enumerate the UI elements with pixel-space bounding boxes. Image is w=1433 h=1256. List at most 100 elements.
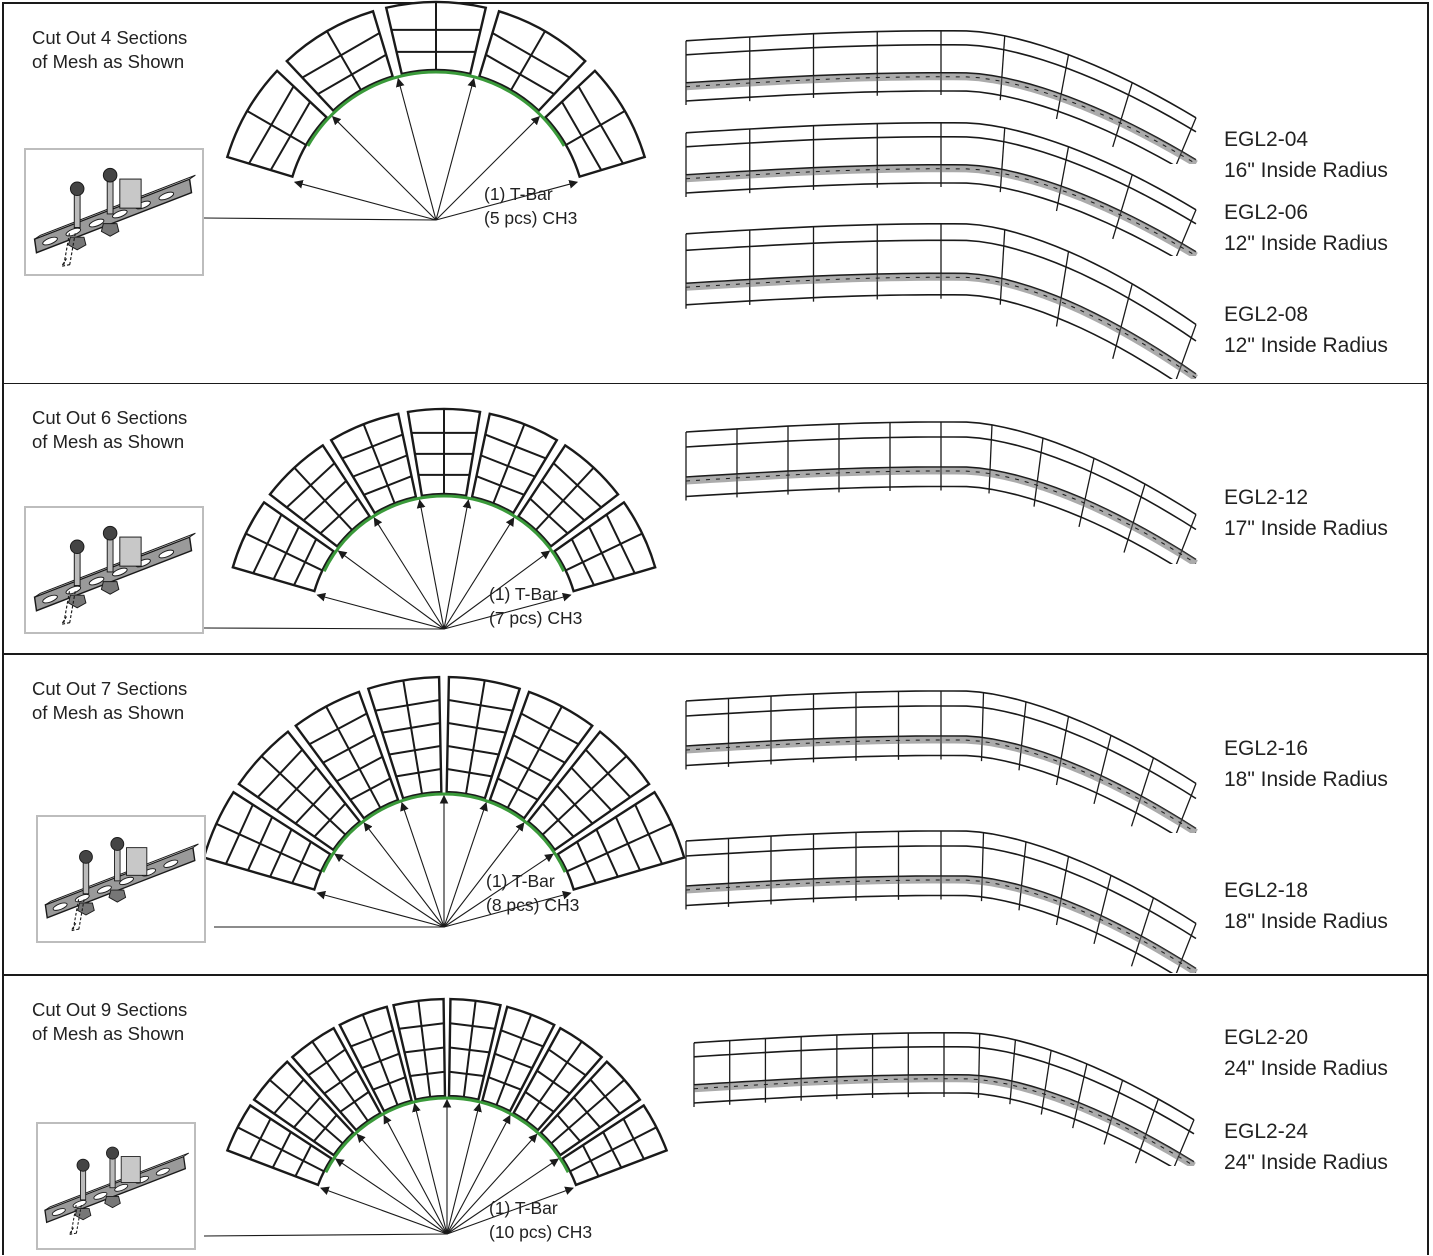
arrow-to-joint xyxy=(443,592,572,630)
bar-slot xyxy=(112,209,128,219)
direction-arrow xyxy=(60,233,76,268)
direction-arrow xyxy=(70,899,85,932)
t-bar-qty: (1) T-Bar xyxy=(486,871,555,891)
arrow-to-joint xyxy=(443,890,572,928)
arrow-to-joint xyxy=(435,115,541,221)
bar-slot xyxy=(88,576,105,586)
mesh-wire xyxy=(293,467,353,531)
instruction-line-1: Cut Out 4 Sections xyxy=(32,27,188,48)
clamp-plate xyxy=(119,536,142,567)
t-bar-slots xyxy=(685,739,1197,833)
mesh-section xyxy=(268,443,372,549)
t-bar-slots xyxy=(685,168,1197,256)
cut-instruction: Cut Out 9 Sections of Mesh as Shown xyxy=(32,998,187,1046)
model-code: EGL2-04 xyxy=(1224,128,1309,151)
inside-radius: 16" Inside Radius xyxy=(1224,159,1388,182)
tray-cross-wire xyxy=(980,832,985,902)
arrow-to-joint xyxy=(446,1158,560,1235)
tray-cross-wire xyxy=(1175,324,1197,379)
t-bar-arc xyxy=(306,70,566,147)
tray-cross-wire xyxy=(1175,514,1197,564)
instruction-line-1: Cut Out 9 Sections xyxy=(32,999,188,1020)
model-label: EGL2-08 12" Inside Radius xyxy=(1224,299,1388,361)
mesh-section xyxy=(526,730,651,852)
clamp-plate xyxy=(119,178,142,209)
arrow-to-joint xyxy=(363,822,445,928)
model-label: EGL2-04 16" Inside Radius xyxy=(1224,124,1388,186)
tray-cross-wire xyxy=(999,229,1006,305)
mesh-section-outline xyxy=(560,1103,669,1187)
tray-cross-wire xyxy=(1055,251,1070,327)
mesh-wire xyxy=(402,680,423,794)
mesh-section xyxy=(329,412,418,515)
mesh-section xyxy=(488,690,594,820)
t-bar-qty: (1) T-Bar xyxy=(484,184,553,204)
mesh-wire xyxy=(492,423,526,504)
arrow-to-joint xyxy=(334,1158,448,1235)
fan-diagram xyxy=(203,997,669,1237)
tray-cross-wire xyxy=(1093,875,1112,945)
mesh-section xyxy=(552,500,657,593)
bolt-head xyxy=(79,849,93,864)
bolt-head xyxy=(69,181,85,197)
model-label: EGL2-20 24" Inside Radius xyxy=(1224,1022,1388,1084)
inside-radius: 12" Inside Radius xyxy=(1224,232,1388,255)
bolt-head xyxy=(102,167,118,183)
instruction-line-2: of Mesh as Shown xyxy=(32,51,185,72)
inside-radius: 24" Inside Radius xyxy=(1224,1151,1388,1174)
bar-slot xyxy=(155,1167,170,1176)
wire-tray-bend-illustration xyxy=(685,830,1198,973)
t-bar-qty: (1) T-Bar xyxy=(489,584,558,604)
mesh-section xyxy=(290,1026,383,1132)
mesh-wire xyxy=(565,110,626,146)
inside-radius: 18" Inside Radius xyxy=(1224,768,1388,791)
mesh-section-outline xyxy=(202,790,332,891)
tray-cross-wire xyxy=(1055,146,1070,212)
arrow-to-joint xyxy=(416,499,445,630)
mesh-wire xyxy=(246,110,307,146)
t-bar-hardware-inset xyxy=(36,1122,196,1250)
arrow-to-joint xyxy=(446,1133,538,1235)
mesh-section-outline xyxy=(556,790,686,891)
cut-instruction: Cut Out 4 Sections of Mesh as Shown xyxy=(32,26,187,74)
inside-radius: 24" Inside Radius xyxy=(1224,1057,1388,1080)
arrow-to-joint xyxy=(443,499,472,630)
tray-cross-wire xyxy=(1175,783,1197,833)
t-bar-arc xyxy=(322,494,566,572)
tray-cross-wire xyxy=(1040,1050,1052,1115)
t-bar-slots xyxy=(685,76,1197,164)
mesh-section xyxy=(338,1005,414,1113)
model-label: EGL2-24 24" Inside Radius xyxy=(1224,1116,1388,1178)
nut xyxy=(104,1195,121,1209)
model-label: EGL2-12 17" Inside Radius xyxy=(1224,482,1388,544)
tray-rail xyxy=(693,1092,1172,1166)
arrow-to-joint xyxy=(435,77,477,221)
mesh-section-outline xyxy=(445,675,522,800)
arrow-to-joint xyxy=(316,890,445,928)
wire-tray-bend-illustration xyxy=(685,30,1198,164)
bolt-head xyxy=(102,525,118,541)
tray-cross-wire xyxy=(1112,283,1133,360)
mesh-section xyxy=(225,1103,334,1187)
t-bar-slots xyxy=(685,470,1197,564)
arrow-to-joint xyxy=(316,592,445,630)
mesh-section-outline xyxy=(225,69,329,179)
mesh-wire xyxy=(506,706,563,809)
mesh-wire xyxy=(565,532,643,572)
arrow-to-joint xyxy=(320,1186,448,1235)
inside-radius: 17" Inside Radius xyxy=(1224,517,1388,540)
bolt-head xyxy=(106,1146,120,1160)
arrow-to-joint xyxy=(337,550,445,630)
tray-cross-wire xyxy=(1055,54,1070,120)
nut xyxy=(100,223,120,237)
mesh-wire xyxy=(417,1000,432,1098)
arrow-to-joint xyxy=(443,550,551,630)
mesh-wire xyxy=(495,1014,533,1106)
nut xyxy=(67,594,87,609)
t-bar-arc xyxy=(321,792,567,873)
leader-line xyxy=(203,217,437,221)
mesh-section xyxy=(511,1026,604,1132)
instruction-line-2: of Mesh as Shown xyxy=(32,1023,185,1044)
mesh-section-outline xyxy=(477,9,587,113)
mesh-section xyxy=(560,1103,669,1187)
